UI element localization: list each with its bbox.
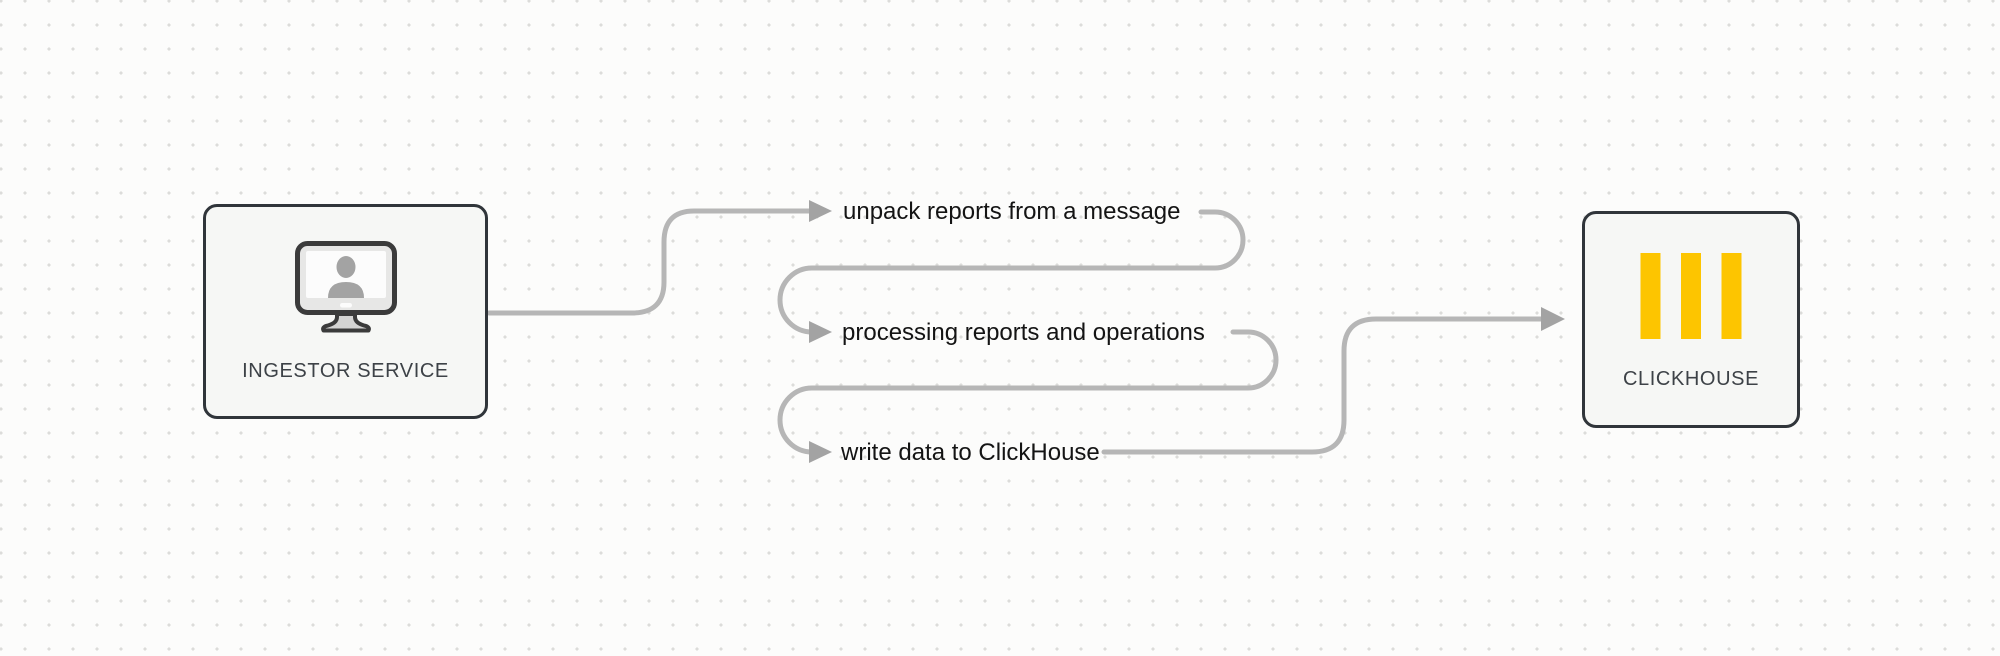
arrowhead-icon [809, 441, 832, 463]
arrowhead-icon [1541, 307, 1565, 331]
clickhouse-logo-icon [1640, 253, 1742, 339]
step-label-processing: processing reports and operations [842, 319, 1205, 346]
arrowhead-icon [809, 200, 832, 222]
arrowhead-icon [809, 321, 832, 343]
node-ingestor-service[interactable]: INGESTOR SERVICE [203, 204, 488, 419]
node-clickhouse[interactable]: CLICKHOUSE [1582, 211, 1800, 428]
step-label-unpack: unpack reports from a message [843, 198, 1181, 225]
step-label-write: write data to ClickHouse [841, 439, 1100, 466]
edge-ingestor-to-step-1 [486, 200, 832, 316]
node-label-clickhouse: CLICKHOUSE [1622, 368, 1760, 390]
node-label-ingestor: INGESTOR SERVICE [242, 360, 449, 382]
monitor-user-icon [294, 241, 397, 333]
